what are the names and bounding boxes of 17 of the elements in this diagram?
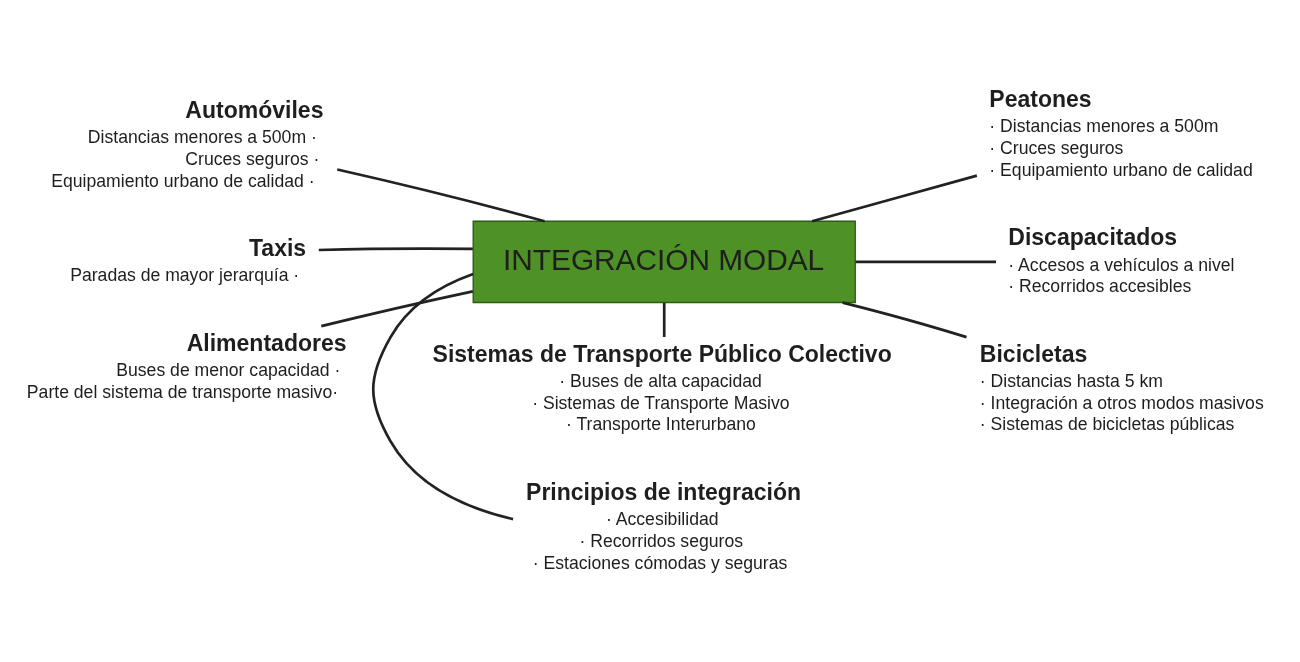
connector: [371, 272, 514, 521]
connector: [842, 301, 967, 339]
node-text: Bicicletas · Distancias hasta 5 km · Integración a otros modos masivos · Sistemas de bicicletas públicas: [979, 340, 1264, 435]
node-text: Automóviles Distancias menores a 500m · Cruces seguros · Equipamiento urbano de calidad ·: [51, 96, 324, 191]
node-text: Sistemas de Transporte Público Colectivo · Buses de alta capacidad · Sistemas de Transporte Masivo · Transporte Interurbano: [432, 340, 892, 435]
connector: [811, 174, 978, 223]
node-text: Taxis Paradas de mayor jerarquía ·: [70, 234, 307, 286]
connector: [662, 303, 666, 338]
connector: [320, 290, 474, 328]
node-box: INTEGRACIÓN MODAL: [472, 220, 856, 304]
node-text: Peatones · Distancias menores a 500m · Cruces seguros · Equipamiento urbano de calidad: [989, 85, 1253, 180]
node-text: Principios de integración · Accesibilidad · Recorridos seguros · Estaciones cómodas y seguras: [526, 478, 802, 573]
node-text: Alimentadores Buses de menor capacidad · Parte del sistema de transporte masivo·: [26, 329, 347, 402]
connector: [318, 247, 473, 252]
node-text: Discapacitados · Accesos a vehículos a nivel · Recorridos accesibles: [1008, 224, 1235, 297]
connector: [855, 260, 996, 264]
connector: [336, 168, 545, 223]
